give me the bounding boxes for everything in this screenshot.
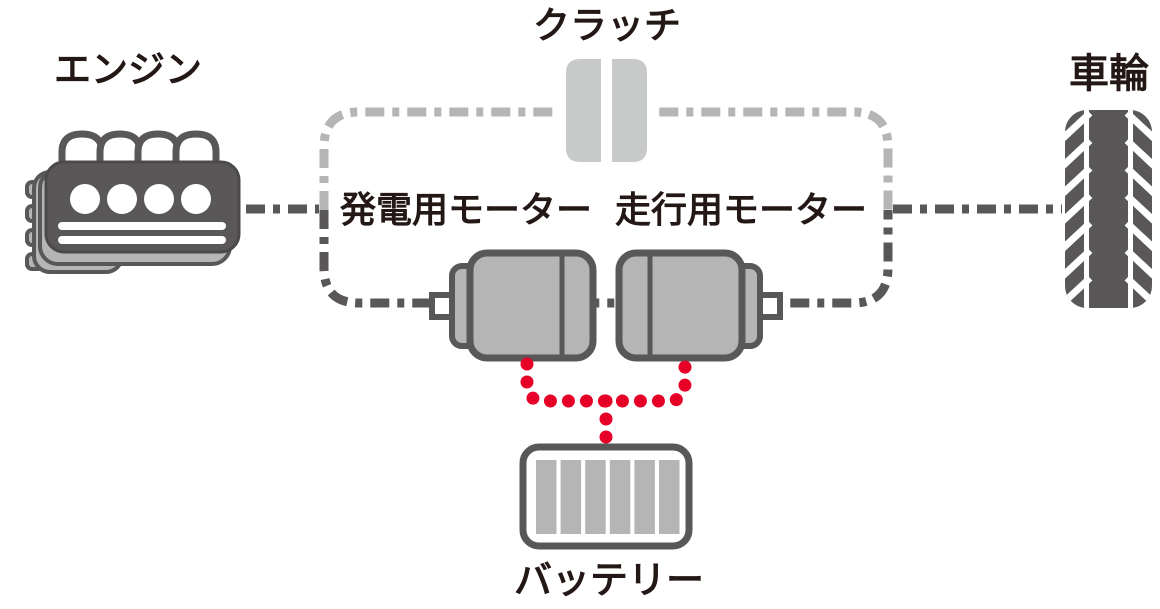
battery-label: バッテリー — [513, 558, 705, 602]
shaft-loop-lower — [319, 210, 893, 308]
drive-motor-icon — [615, 249, 783, 362]
generator-motor-label: 発電用モーター — [339, 190, 593, 231]
battery-icon — [519, 443, 693, 550]
engine-icon — [25, 130, 241, 274]
generator-motor-icon — [429, 249, 597, 362]
clutch-icon — [566, 59, 647, 162]
wheel-tread — [1065, 110, 1152, 308]
engine-label: エンジン — [54, 48, 202, 91]
wheel-label: 車輪 — [1069, 51, 1149, 97]
battery-cells — [536, 460, 680, 534]
clutch-label: クラッチ — [533, 4, 681, 47]
drive-motor-label: 走行用モーター — [614, 190, 868, 231]
electrical-lines — [520, 357, 692, 445]
wheel-icon — [1065, 110, 1152, 308]
engine-ports — [70, 184, 211, 214]
